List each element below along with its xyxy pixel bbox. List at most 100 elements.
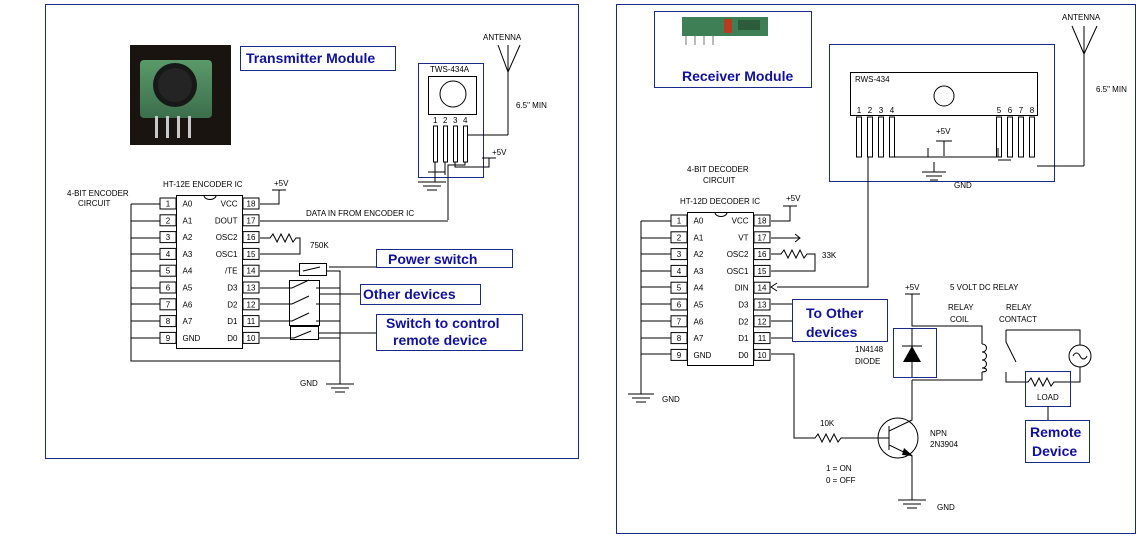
ic-pin-box-left bbox=[670, 231, 688, 244]
relay-contact-label-1: RELAY bbox=[1006, 303, 1032, 312]
other-devices-box bbox=[360, 284, 481, 305]
encoder-gnd: GND bbox=[300, 379, 318, 388]
ic-pin-box-right bbox=[242, 247, 260, 260]
ic-pin-name: A7 bbox=[694, 334, 704, 343]
rws-vcc: +5V bbox=[936, 127, 951, 136]
ic-pin-number: 14 bbox=[758, 284, 767, 293]
ic-pin-name: D3 bbox=[738, 301, 749, 310]
encoder-resistor: 750K bbox=[310, 241, 329, 250]
switch-control-label-2: remote device bbox=[393, 332, 487, 348]
npn-gnd: GND bbox=[937, 503, 955, 512]
rws-pin-number: 1 bbox=[857, 106, 862, 115]
encoder-vcc: +5V bbox=[274, 179, 289, 188]
ic-pin-number: 18 bbox=[758, 217, 767, 226]
ic-pin-number: 10 bbox=[247, 334, 256, 343]
ic-pin-name: GND bbox=[694, 351, 712, 360]
load-label: LOAD bbox=[1037, 393, 1059, 402]
ic-pin-name: A2 bbox=[183, 233, 193, 242]
encoder-title-1: 4-BIT ENCODER bbox=[67, 189, 129, 198]
ic-pin-box-right bbox=[753, 315, 771, 328]
ic-pin-number: 13 bbox=[758, 301, 767, 310]
receiver-label: Receiver Module bbox=[682, 68, 793, 84]
diode-label-2: DIODE bbox=[855, 357, 880, 366]
relay-coil-label-1: RELAY bbox=[948, 303, 974, 312]
transmitter-label: Transmitter Module bbox=[246, 50, 375, 66]
receiver-frame bbox=[616, 4, 1136, 534]
switch-control-label-1: Switch to control bbox=[386, 315, 500, 331]
diode-box bbox=[893, 328, 937, 378]
receiver-antenna-label: ANTENNA bbox=[1062, 13, 1101, 22]
relay-contact-label-2: CONTACT bbox=[999, 315, 1037, 324]
rws-pin-leg bbox=[1018, 116, 1024, 158]
ic-pin-number: 9 bbox=[166, 334, 171, 343]
ic-pin-name: D1 bbox=[227, 317, 238, 326]
tws-module-name: TWS-434A bbox=[430, 65, 470, 74]
relay-coil-label-2: COIL bbox=[950, 315, 969, 324]
rws-pin-leg bbox=[996, 116, 1002, 158]
ic-pin-number: 12 bbox=[758, 317, 767, 326]
rws-module-body bbox=[850, 72, 1038, 116]
rws-pin-leg bbox=[889, 116, 895, 158]
ic-pin-number: 15 bbox=[758, 267, 767, 276]
ic-pin-name: D1 bbox=[738, 334, 749, 343]
relay-vcc: +5V bbox=[905, 283, 920, 292]
ac-source bbox=[1068, 344, 1092, 368]
other-devices-label: Other devices bbox=[363, 286, 456, 302]
ic-pin-name: D2 bbox=[738, 317, 749, 326]
ic-pin-number: 7 bbox=[677, 317, 682, 326]
base-resistor: 10K bbox=[820, 419, 835, 428]
decoder-ic-name: HT-12D DECODER IC bbox=[680, 197, 760, 206]
remote-label-1: Remote bbox=[1030, 424, 1082, 440]
ic-pin-number: 4 bbox=[677, 267, 682, 276]
ic-pin-name: D0 bbox=[738, 351, 749, 360]
ic-pin-box-right bbox=[753, 348, 771, 361]
ic-pin-name: A0 bbox=[694, 217, 704, 226]
rws-pin-leg bbox=[867, 116, 873, 158]
ic-pin-box-right bbox=[242, 214, 260, 227]
ic-pin-name: A5 bbox=[694, 301, 704, 310]
npn-label-1: NPN bbox=[930, 429, 947, 438]
decoder-title-1: 4-BIT DECODER bbox=[687, 165, 749, 174]
ic-pin-box-right bbox=[753, 332, 771, 345]
ic-pin-number: 3 bbox=[166, 233, 171, 242]
ic-pin-number: 3 bbox=[677, 250, 682, 259]
off-text: 0 = OFF bbox=[826, 476, 856, 485]
power-switch-label: Power switch bbox=[388, 251, 477, 267]
ic-pin-box-right bbox=[753, 231, 771, 244]
decoder-resistor: 33K bbox=[822, 251, 837, 260]
ic-pin-box-right bbox=[242, 298, 260, 311]
ic-pin-name: A4 bbox=[694, 284, 704, 293]
rws-module-frame bbox=[829, 44, 1055, 182]
ic-pin-box-left bbox=[159, 214, 177, 227]
ic-pin-name: A7 bbox=[183, 317, 193, 326]
npn-transistor bbox=[877, 380, 919, 500]
ic-pin-number: 6 bbox=[166, 284, 171, 293]
ic-pin-box-right bbox=[242, 197, 260, 210]
receiver-antenna: ANTENNA 6.5" MIN bbox=[1037, 13, 1127, 167]
remote-label-2: Device bbox=[1032, 443, 1077, 459]
ic-pin-name: A0 bbox=[183, 200, 193, 209]
ic-pin-name: OSC2 bbox=[727, 250, 749, 259]
ic-pin-number: 11 bbox=[247, 317, 256, 326]
ic-pin-box-left bbox=[670, 281, 688, 294]
rws-pin-number: 8 bbox=[1030, 106, 1035, 115]
ic-pin-number: 8 bbox=[677, 334, 682, 343]
transmitter-antenna-length: 6.5" MIN bbox=[516, 101, 547, 110]
ic-pin-box-right bbox=[242, 264, 260, 277]
ic-pin-box-right bbox=[753, 264, 771, 277]
ic-pin-name: A6 bbox=[694, 317, 704, 326]
rws-pin-number: 2 bbox=[868, 106, 873, 115]
transmitter-antenna-label: ANTENNA bbox=[483, 33, 522, 42]
ic-pin-number: 16 bbox=[247, 233, 256, 242]
decoder-vcc: +5V bbox=[786, 194, 801, 203]
transmitter-antenna: ANTENNA 6.5" MIN bbox=[467, 33, 547, 136]
ic-pin-number: 11 bbox=[758, 334, 767, 343]
ic-pin-number: 10 bbox=[758, 351, 767, 360]
tws-vcc: +5V bbox=[492, 148, 507, 157]
ic-pin-box-left bbox=[670, 348, 688, 361]
relay-title: 5 VOLT DC RELAY bbox=[950, 283, 1019, 292]
ic-pin-number: 13 bbox=[247, 284, 256, 293]
